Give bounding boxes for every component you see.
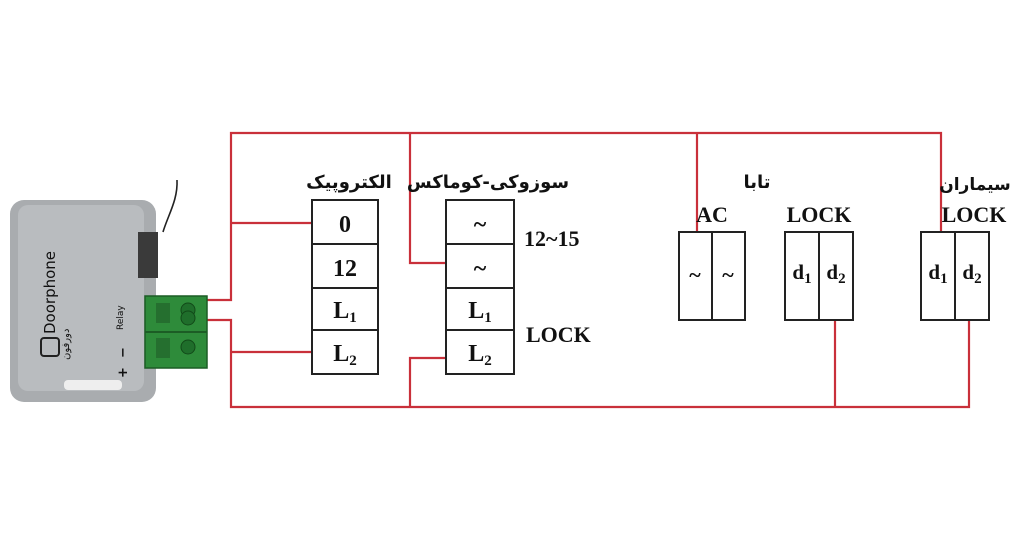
ac-terminal-1: ~ <box>689 262 701 287</box>
panel-title: سیماران <box>939 175 1011 195</box>
panel-electropick: الکتروپیک 0 12 L1 L2 <box>306 172 392 375</box>
ac-terminal-2: ~ <box>722 262 734 287</box>
brand-name: Doorphone <box>41 251 59 334</box>
doorphone-device: Doorphone دورفون Relay + − <box>10 179 208 402</box>
panel-taba: تابا AC ~ ~ LOCK d1 d2 <box>678 172 854 321</box>
brand-name-fa: دورفون <box>61 329 72 360</box>
panel-simaran: سیماران LOCK d1 d2 <box>920 175 1011 321</box>
wire-bottom-bus <box>205 318 971 409</box>
wiring <box>205 131 971 409</box>
panel-suzuki-commax: سوزوکی-کوماکس ~ ~ L1 L2 12~15 LOCK <box>407 172 591 375</box>
brand-logo: Doorphone دورفون <box>40 251 72 360</box>
antenna-wire <box>162 179 178 233</box>
voltage-note: 12~15 <box>524 226 579 251</box>
terminal-0: 0 <box>339 212 351 238</box>
lock-label: LOCK <box>787 202 852 227</box>
wire-to-tilde <box>408 133 446 265</box>
panel-title: الکتروپیک <box>306 172 392 193</box>
lock-label: LOCK <box>942 202 1007 227</box>
wire-to-l2-b <box>408 356 446 407</box>
device-latch <box>64 380 122 390</box>
panel-title: تابا <box>743 172 770 193</box>
minus-label: − <box>116 347 131 358</box>
plus-label: + <box>116 367 131 378</box>
panel-title: سوزوکی-کوماکس <box>407 172 569 193</box>
device-slot <box>138 232 158 278</box>
lock-note: LOCK <box>526 322 591 347</box>
ac-label: AC <box>696 202 728 227</box>
wire-top-bus <box>205 131 943 302</box>
terminal-block <box>144 295 208 369</box>
terminal-tilde-2: ~ <box>474 256 487 282</box>
terminal-12: 12 <box>333 256 357 282</box>
terminal-tilde-1: ~ <box>474 212 487 238</box>
relay-label: Relay <box>116 305 126 330</box>
